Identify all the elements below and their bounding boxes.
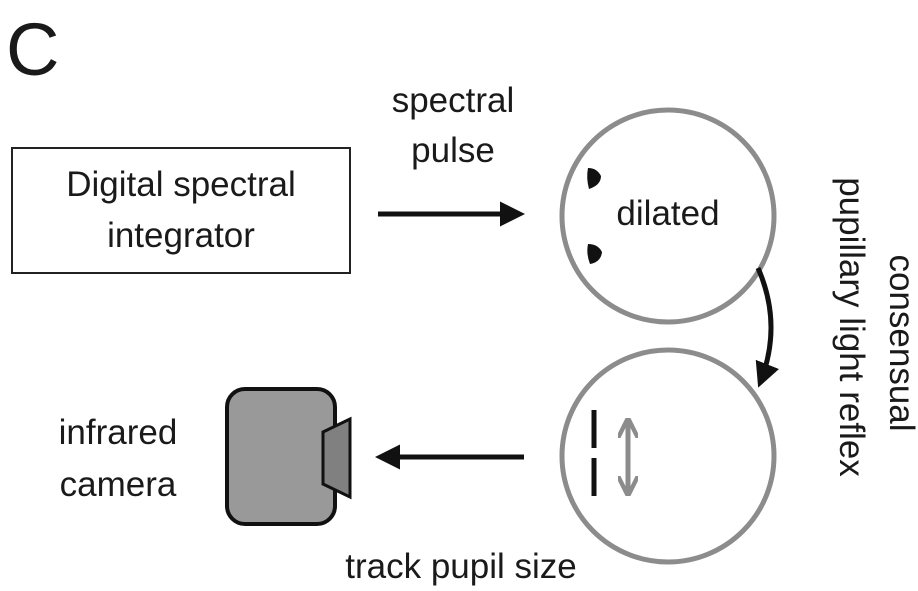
camera-lens (321, 416, 352, 500)
reflex-arrow (755, 266, 779, 388)
pulse-label-line1: spectral (392, 81, 515, 120)
reflex-label-line1: consensual (882, 254, 918, 431)
iris-lower-mark (587, 244, 602, 264)
integrator-box-frame (11, 147, 351, 274)
dilated-eye: dilated (559, 107, 777, 325)
camera-label-line2: camera (60, 465, 177, 504)
tracked-eye-outline (559, 347, 777, 565)
tracked-eye (559, 347, 777, 565)
panel-label: C (6, 8, 59, 91)
integrator-box: Digital spectral integrator (11, 147, 351, 274)
tracking-label: track pupil size (345, 547, 576, 586)
infrared-camera-icon (225, 387, 352, 526)
integrator-label-line1: Digital spectral (66, 165, 296, 204)
camera-label-line1: infrared (59, 413, 178, 452)
integrator-label-line2: integrator (107, 216, 255, 255)
dilated-label: dilated (616, 194, 719, 233)
pulse-label-line2: pulse (411, 131, 495, 170)
reflex-label-line2: pupillary light reflex (832, 177, 871, 477)
camera-body (225, 387, 337, 526)
iris-upper-mark (587, 168, 601, 189)
dilated-eye-outline (559, 107, 777, 325)
